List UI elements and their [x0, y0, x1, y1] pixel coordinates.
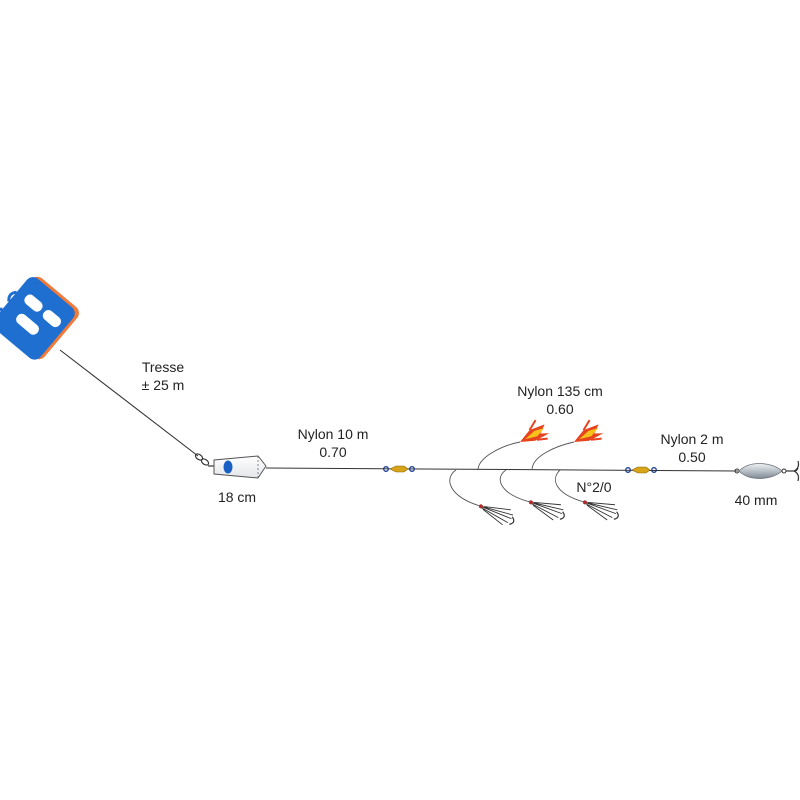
leader-line-label-line1: Nylon 2 m: [660, 431, 724, 447]
feather-hook-icon: [528, 500, 565, 521]
leader-line-label: Nylon 2 m 0.50: [652, 430, 732, 466]
hook-size-label: N°2/0: [576, 479, 612, 495]
lower-dropper: [499, 469, 565, 521]
weight-size-label: 18 cm: [217, 489, 257, 505]
main-line-label-line1: Nylon 10 m: [297, 426, 369, 442]
swivel-icon: [383, 465, 415, 473]
braid-label: Tresse ± 25 m: [131, 358, 195, 394]
dropper-line-label-line2: 0.60: [546, 401, 574, 417]
lower-dropper: [449, 469, 515, 526]
feather-hook-icon: [582, 500, 619, 521]
upper-dropper: [531, 419, 604, 471]
main-line: [265, 467, 739, 472]
feather-lure-icon: [520, 419, 550, 442]
leader-line-label-line2: 0.50: [678, 449, 706, 465]
spoon-size-label: 40 mm: [734, 492, 778, 508]
spoon-lure-icon: [734, 460, 800, 482]
main-line-label-line2: 0.70: [319, 444, 347, 460]
braid-label-line1: Tresse: [141, 359, 185, 375]
lead-weight-icon: [208, 455, 267, 479]
swivel-icon: [194, 453, 210, 466]
main-line-label: Nylon 10 m 0.70: [288, 425, 378, 461]
dropper-line-label-line1: Nylon 135 cm: [517, 383, 603, 399]
braid-line: [59, 349, 199, 457]
line-winder-icon: [0, 276, 79, 360]
swivel-icon: [625, 466, 657, 474]
feather-lure-icon: [574, 419, 604, 442]
feather-hook-icon: [478, 504, 515, 526]
braid-label-line2: ± 25 m: [141, 377, 185, 393]
lower-dropper: [555, 469, 619, 521]
dropper-line-label: Nylon 135 cm 0.60: [508, 382, 612, 418]
upper-dropper: [477, 419, 550, 471]
